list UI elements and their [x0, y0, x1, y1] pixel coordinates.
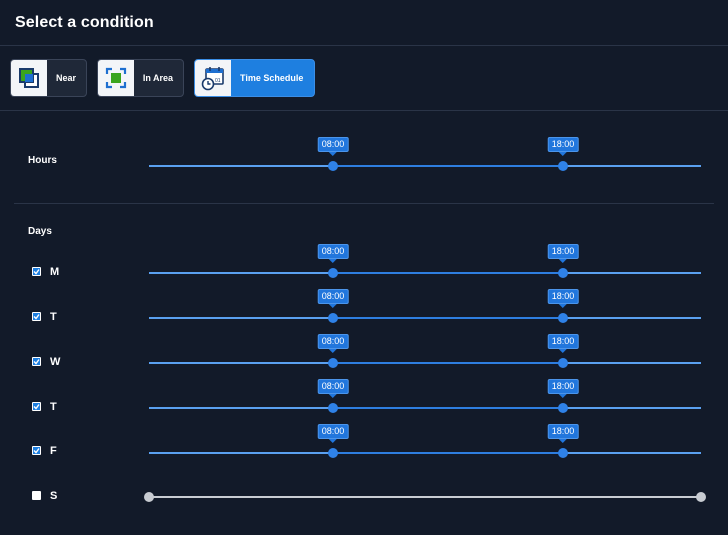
time-schedule-button[interactable]: 01 Time Schedule — [194, 59, 315, 97]
slider-range — [333, 362, 563, 364]
slider-range — [333, 407, 563, 409]
start-thumb[interactable] — [144, 492, 154, 502]
end-time-tooltip: 18:00 — [547, 334, 579, 353]
day-letter-tuesday: T — [50, 311, 57, 323]
time-schedule-icon: 01 — [195, 60, 231, 96]
dialog-header: Select a condition — [0, 0, 728, 46]
day-slider-thursday[interactable]: 08:00 18:00 — [149, 379, 701, 413]
time-schedule-label: Time Schedule — [240, 73, 304, 83]
day-letter-wednesday: W — [50, 356, 61, 368]
near-button[interactable]: Near — [10, 59, 87, 97]
day-slider-saturday[interactable] — [144, 492, 706, 502]
start-thumb[interactable] — [328, 403, 338, 413]
end-time-tooltip: 18:00 — [547, 379, 579, 398]
day-checkbox-friday[interactable] — [32, 446, 41, 455]
start-thumb[interactable] — [328, 358, 338, 368]
condition-type-selector: Near In Area 01 Time Schedule — [0, 46, 728, 111]
start-time-tooltip: 08:00 — [317, 289, 349, 308]
day-checkbox-thursday[interactable] — [32, 402, 41, 411]
end-time-tooltip: 18:00 — [547, 289, 579, 308]
day-letter-thursday: T — [50, 401, 57, 413]
slider-range — [333, 272, 563, 274]
end-thumb[interactable] — [558, 313, 568, 323]
end-time-tooltip: 18:00 — [547, 137, 579, 156]
day-letter-saturday: S — [50, 490, 58, 502]
end-time-tooltip: 18:00 — [547, 424, 579, 443]
slider-range — [333, 317, 563, 319]
start-time-tooltip: 08:00 — [317, 244, 349, 263]
end-thumb[interactable] — [558, 448, 568, 458]
hours-slider[interactable]: 08:00 18:00 — [149, 137, 701, 171]
slider-range — [333, 165, 563, 167]
day-checkbox-saturday[interactable] — [32, 491, 41, 500]
start-time-tooltip: 08:00 — [317, 334, 349, 353]
start-thumb[interactable] — [328, 268, 338, 278]
end-time-tooltip: 18:00 — [547, 244, 579, 263]
dialog-title: Select a condition — [15, 14, 154, 31]
start-time-tooltip: 08:00 — [317, 424, 349, 443]
day-checkbox-monday[interactable] — [32, 267, 41, 276]
day-checkbox-wednesday[interactable] — [32, 357, 41, 366]
end-thumb[interactable] — [558, 403, 568, 413]
day-slider-wednesday[interactable]: 08:00 18:00 — [149, 334, 701, 368]
day-slider-tuesday[interactable]: 08:00 18:00 — [149, 289, 701, 323]
start-time-tooltip: 08:00 — [317, 137, 349, 156]
day-letter-friday: F — [50, 445, 57, 457]
near-label: Near — [55, 73, 76, 83]
in-area-icon — [98, 60, 134, 96]
hours-label: Hours — [28, 155, 57, 166]
start-thumb[interactable] — [328, 313, 338, 323]
day-slider-monday[interactable]: 08:00 18:00 — [149, 244, 701, 278]
start-thumb[interactable] — [328, 161, 338, 171]
end-thumb[interactable] — [558, 358, 568, 368]
svg-text:01: 01 — [215, 78, 221, 84]
in-area-label: In Area — [142, 73, 173, 83]
in-area-button[interactable]: In Area — [97, 59, 184, 97]
section-divider — [14, 203, 714, 204]
start-thumb[interactable] — [328, 448, 338, 458]
slider-track — [149, 496, 701, 498]
slider-range — [333, 452, 563, 454]
day-slider-friday[interactable]: 08:00 18:00 — [149, 424, 701, 458]
near-icon — [11, 60, 47, 96]
start-time-tooltip: 08:00 — [317, 379, 349, 398]
end-thumb[interactable] — [558, 161, 568, 171]
end-thumb[interactable] — [558, 268, 568, 278]
days-label: Days — [28, 226, 52, 237]
end-thumb[interactable] — [696, 492, 706, 502]
day-checkbox-tuesday[interactable] — [32, 312, 41, 321]
day-letter-monday: M — [50, 266, 60, 278]
